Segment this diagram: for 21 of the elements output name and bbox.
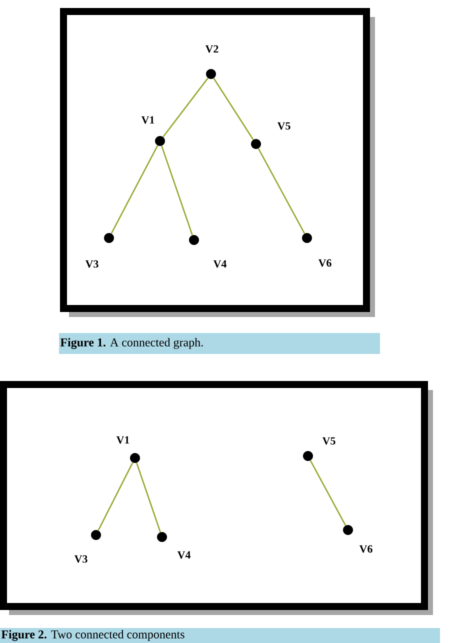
vertex-label: V4	[177, 551, 190, 559]
figure-caption: Figure 1. A connected graph.	[59, 333, 380, 354]
vertex-label: V3	[85, 260, 98, 268]
vertex-label: V2	[205, 45, 218, 53]
edge-line	[110, 145, 158, 234]
edge-line	[162, 78, 208, 138]
vertex-label: V6	[359, 545, 372, 553]
vertex-label: V5	[322, 437, 336, 445]
vertex-label: V5	[277, 122, 290, 130]
edge-line	[213, 78, 254, 140]
vertex-label: V1	[116, 436, 130, 444]
figure-caption: Figure 2. Two connected components	[0, 628, 440, 643]
vertex-label: V4	[213, 260, 226, 268]
edge-line	[98, 462, 134, 531]
edge-line	[258, 148, 306, 234]
vertex-label: V1	[141, 116, 154, 124]
edge-line	[310, 460, 346, 526]
edge-line	[161, 146, 193, 236]
vertex-label: V3	[74, 555, 88, 563]
vertex-label: V6	[318, 259, 332, 267]
edge-line	[136, 462, 161, 532]
